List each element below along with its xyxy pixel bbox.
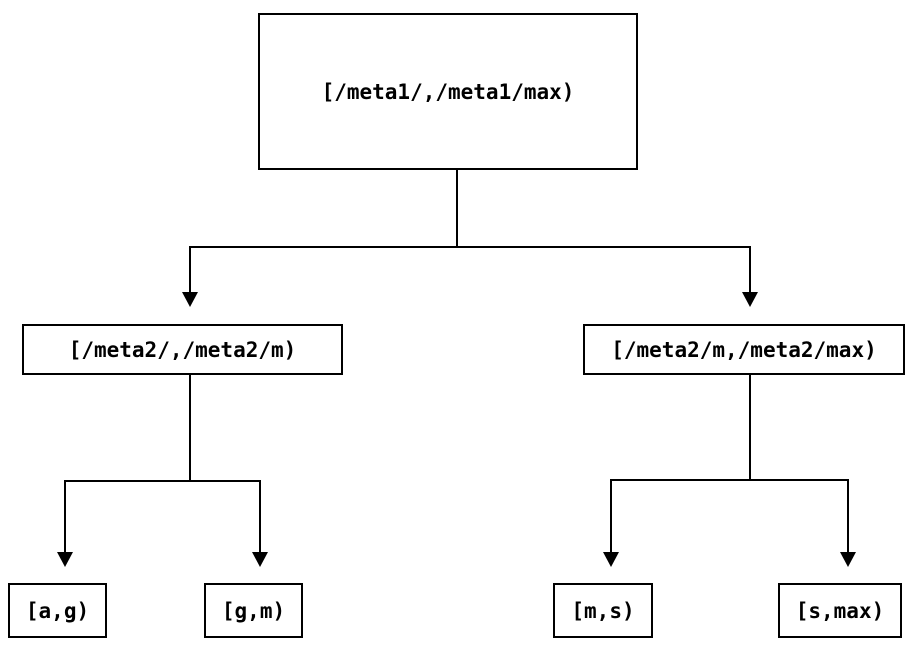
arrowhead-to-left-node: [182, 292, 198, 307]
edge-root-to-children: [189, 170, 751, 293]
tree-node-root: [/meta1/,/meta1/max): [258, 13, 638, 170]
tree-node-right-label: [/meta2/m,/meta2/max): [611, 337, 877, 362]
tree-node-left: [/meta2/,/meta2/m): [22, 324, 343, 375]
arrowhead-to-leaf-ag: [57, 552, 73, 567]
arrowhead-to-leaf-smax: [840, 552, 856, 567]
tree-node-leaf-gm: [g,m): [204, 583, 303, 638]
tree-node-root-label: [/meta1/,/meta1/max): [321, 79, 575, 104]
edge-left-to-children: [64, 375, 261, 553]
tree-node-leaf-ag: [a,g): [8, 583, 107, 638]
arrowhead-to-leaf-gm: [252, 552, 268, 567]
tree-node-leaf-smax: [s,max): [778, 583, 902, 638]
tree-node-leaf-ms-label: [m,s): [571, 598, 635, 623]
tree-node-leaf-gm-label: [g,m): [221, 598, 286, 623]
tree-node-right: [/meta2/m,/meta2/max): [583, 324, 905, 375]
edge-right-to-children: [610, 375, 849, 553]
arrowhead-to-right-node: [742, 292, 758, 307]
tree-node-left-label: [/meta2/,/meta2/m): [68, 337, 297, 362]
tree-node-leaf-smax-label: [s,max): [795, 598, 885, 623]
arrowhead-to-leaf-ms: [603, 552, 619, 567]
tree-node-leaf-ag-label: [a,g): [25, 598, 90, 623]
tree-node-leaf-ms: [m,s): [553, 583, 653, 638]
